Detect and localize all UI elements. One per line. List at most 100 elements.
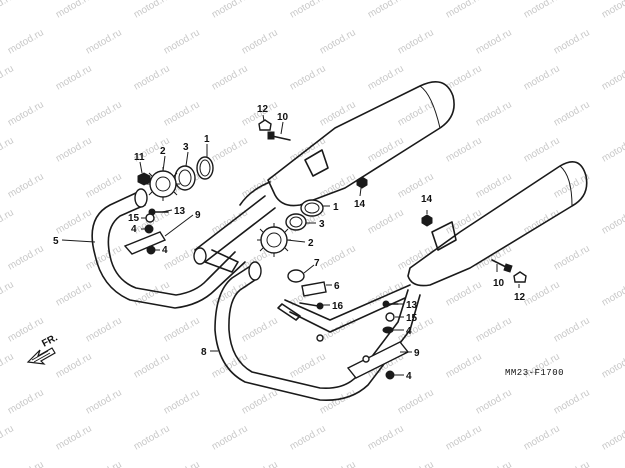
watermark-text: motod.ru	[162, 27, 202, 56]
watermark-text: motod.ru	[240, 315, 280, 344]
watermark-text: motod.ru	[132, 423, 172, 452]
watermark-text: motod.ru	[552, 27, 592, 56]
drawing-code: MM23-F1700	[505, 368, 564, 378]
callout-2-upper: 2	[160, 146, 166, 157]
watermark-text: motod.ru	[552, 315, 592, 344]
callout-15-upper: 15	[128, 213, 140, 224]
nut-14-lower	[421, 214, 433, 227]
watermark-text: motod.ru	[54, 351, 94, 380]
watermark-text: motod.ru	[210, 63, 250, 92]
watermark-text: motod.ru	[396, 27, 436, 56]
nut-11	[137, 172, 151, 186]
watermark-text: motod.ru	[474, 171, 514, 200]
callout-12-right: 12	[514, 292, 526, 303]
watermark-text: motod.ru	[6, 459, 46, 468]
watermark-text: motod.ru	[366, 135, 406, 164]
watermark-text: motod.ru	[366, 207, 406, 236]
callout-13-lower: 13	[406, 300, 418, 311]
watermark-text: motod.ru	[162, 99, 202, 128]
watermark-text: motod.ru	[396, 459, 436, 468]
watermark-text: motod.ru	[54, 423, 94, 452]
cap-12-right	[513, 271, 527, 283]
watermark-text: motod.ru	[54, 279, 94, 308]
watermark-text: motod.ru	[600, 135, 625, 164]
watermark-text: motod.ru	[210, 279, 250, 308]
nut-4-lower-b	[385, 370, 395, 380]
bolt-10-top	[271, 135, 291, 141]
watermark-text: motod.ru	[600, 207, 625, 236]
watermark-text: motod.ru	[318, 99, 358, 128]
callout-13-upper: 13	[174, 206, 186, 217]
watermark-text: motod.ru	[600, 63, 625, 92]
callout-14-lower: 14	[421, 194, 433, 205]
callout-labels: 1 2 3 11 13 15 4 4 9 5 12 10 14 1 3 2 7 …	[53, 104, 526, 382]
callout-15-lower: 15	[406, 313, 418, 324]
leader-lines	[61, 114, 520, 376]
watermark-text: motod.ru	[84, 27, 124, 56]
watermark-text: motod.ru	[366, 423, 406, 452]
watermark-text: motod.ru	[54, 135, 94, 164]
watermark-text: motod.ru	[54, 207, 94, 236]
watermark-text: motod.ru	[474, 315, 514, 344]
callout-16: 16	[332, 301, 344, 312]
cap-12-top	[258, 119, 272, 131]
exhaust-pipe-lower	[214, 261, 421, 402]
watermark-text: motod.ru	[600, 0, 625, 21]
watermark-text: motod.ru	[84, 315, 124, 344]
watermark-text: motod.ru	[84, 99, 124, 128]
watermark-text: motod.ru	[6, 387, 46, 416]
watermark-text: motod.ru	[600, 279, 625, 308]
front-direction-arrow: FR.	[26, 332, 60, 365]
nut-4-upper-b	[146, 245, 156, 255]
watermark-text: motod.ru	[288, 0, 328, 21]
callout-10-right: 10	[493, 278, 505, 289]
watermark-text: motod.ru	[366, 63, 406, 92]
callout-9-lower: 9	[414, 348, 420, 359]
watermark-text: motod.ru	[552, 387, 592, 416]
watermark-text: motod.ru	[0, 0, 16, 21]
watermark-text: motod.ru	[318, 387, 358, 416]
watermark-text: motod.ru	[318, 243, 358, 272]
watermark-text: motod.ru	[54, 0, 94, 21]
watermark-text: motod.ru	[396, 243, 436, 272]
watermark-text: motod.ru	[162, 315, 202, 344]
clamp-6	[301, 281, 327, 297]
watermark-text: motod.ru	[6, 27, 46, 56]
nut-14-upper	[356, 176, 368, 189]
watermark-text: motod.ru	[474, 99, 514, 128]
watermark-text: motod.ru	[444, 279, 484, 308]
watermark-text: motod.ru	[132, 351, 172, 380]
watermark-text: motod.ru	[0, 351, 16, 380]
watermark-text: motod.ru	[444, 351, 484, 380]
callout-1-lower: 1	[333, 202, 339, 213]
watermark-text: motod.ru	[474, 27, 514, 56]
watermark-text: motod.ru	[444, 0, 484, 21]
bolt-16	[299, 302, 319, 307]
callout-1-upper: 1	[204, 134, 210, 145]
watermark-text: motod.ru	[318, 315, 358, 344]
watermark-text: motod.ru	[444, 207, 484, 236]
watermark-text: motod.ru	[84, 459, 124, 468]
nut-4-lower-a	[382, 326, 394, 334]
callout-4-lower-b: 4	[406, 371, 412, 382]
watermark-text: motod.ru	[162, 387, 202, 416]
callout-6: 6	[334, 281, 340, 292]
callout-12-top: 12	[257, 104, 269, 115]
callout-3-upper: 3	[183, 142, 189, 153]
watermark-text: motod.ru	[0, 207, 16, 236]
watermark-text: motod.ru	[240, 459, 280, 468]
watermark-text: motod.ru	[84, 243, 124, 272]
watermark-text: motod.ru	[288, 423, 328, 452]
watermark-text: motod.ru	[0, 135, 16, 164]
callout-7: 7	[314, 258, 320, 269]
watermark-text: motod.ru	[474, 387, 514, 416]
callout-4-upper-b: 4	[162, 245, 168, 256]
watermark-text: motod.ru	[288, 351, 328, 380]
collar-3-lower	[285, 213, 307, 231]
watermark-text: motod.ru	[522, 135, 562, 164]
watermark-text: motod.ru	[0, 63, 16, 92]
callout-14-upper: 14	[354, 199, 366, 210]
callout-10-top: 10	[277, 112, 289, 123]
callout-11: 11	[134, 152, 145, 163]
watermark-text: motod.ru	[6, 171, 46, 200]
